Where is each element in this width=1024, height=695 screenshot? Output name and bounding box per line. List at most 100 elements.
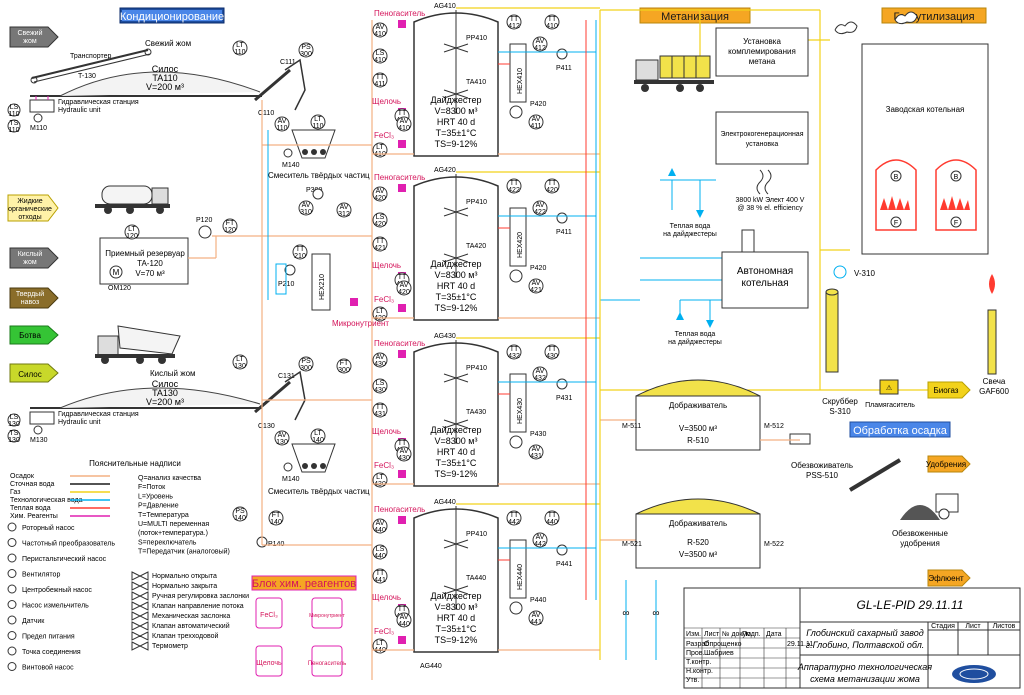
svg-text:430: 430 xyxy=(374,361,386,368)
svg-text:Обезвоживатель: Обезвоживатель xyxy=(791,461,853,470)
svg-text:FT: FT xyxy=(340,360,349,367)
svg-text:TT: TT xyxy=(296,246,305,253)
instrument-av441 xyxy=(528,610,544,626)
svg-text:3800 kW Элект 400 V: 3800 kW Элект 400 V xyxy=(736,197,805,204)
svg-text:Эфлюент: Эфлюент xyxy=(928,574,964,583)
svg-text:PSS-510: PSS-510 xyxy=(806,471,839,480)
dewatering-pss510: Обезвоживатель PSS-510 xyxy=(760,433,902,492)
svg-text:HEX430: HEX430 xyxy=(517,398,524,424)
svg-text:AV: AV xyxy=(536,38,545,45)
chem-block: Блок хим. реагентов FeCl₃ Микронутриент … xyxy=(251,575,357,677)
svg-text:Свеча: Свеча xyxy=(983,377,1006,386)
svg-text:TS=9-12%: TS=9-12% xyxy=(435,469,478,479)
svg-text:HEX420: HEX420 xyxy=(517,232,524,258)
svg-text:Свежий жом: Свежий жом xyxy=(145,39,191,48)
instrument-tt432 xyxy=(506,344,522,360)
svg-text:PS: PS xyxy=(235,508,245,515)
svg-text:TT: TT xyxy=(376,404,385,411)
svg-text:HRT 40 d: HRT 40 d xyxy=(437,281,475,291)
svg-text:Глобинский сахарный завод: Глобинский сахарный завод xyxy=(806,628,923,638)
svg-text:412: 412 xyxy=(534,45,546,52)
instrument-av410 xyxy=(372,22,388,38)
svg-text:FT: FT xyxy=(272,512,281,519)
svg-text:V=8300 м³: V=8300 м³ xyxy=(435,106,478,116)
svg-text:432: 432 xyxy=(534,375,546,382)
svg-text:Гидравлическая станция: Гидравлическая станция xyxy=(58,99,139,106)
svg-text:410: 410 xyxy=(374,31,386,38)
svg-text:Дайджестер: Дайджестер xyxy=(431,425,482,435)
valve-icon xyxy=(131,611,149,621)
svg-text:420: 420 xyxy=(374,195,386,202)
svg-text:установка: установка xyxy=(746,141,779,148)
svg-text:∞: ∞ xyxy=(652,608,659,619)
svg-text:Заводская котельная: Заводская котельная xyxy=(886,105,965,114)
svg-text:440: 440 xyxy=(374,527,386,534)
svg-text:Теплая вода: Теплая вода xyxy=(670,223,711,230)
instrument-tt442 xyxy=(506,510,522,526)
legend-symbol-icon xyxy=(7,600,17,609)
svg-text:422: 422 xyxy=(508,187,520,194)
svg-text:TT: TT xyxy=(398,110,407,117)
legend-line-label: Теплая вода xyxy=(10,505,51,512)
svg-text:AV: AV xyxy=(400,282,409,289)
svg-text:130: 130 xyxy=(234,363,246,370)
svg-text:V=8300 м³: V=8300 м³ xyxy=(435,270,478,280)
svg-text:органические: органические xyxy=(8,206,52,213)
svg-text:метана: метана xyxy=(749,57,776,66)
svg-text:г.Глобино, Полтавской обл.: г.Глобино, Полтавской обл. xyxy=(806,640,925,650)
svg-text:Кислый: Кислый xyxy=(18,250,43,258)
svg-text:300: 300 xyxy=(338,367,350,374)
svg-text:B: B xyxy=(894,174,899,181)
svg-text:Свежий: Свежий xyxy=(17,29,42,37)
svg-text:FT: FT xyxy=(226,220,235,227)
instrument-ls440 xyxy=(372,544,388,560)
svg-text:P441: P441 xyxy=(556,561,572,568)
title-block: GL-LE-PID 29.11.11 Глобинский сахарный з… xyxy=(683,587,1021,689)
legend-valve-label: Нормально открыта xyxy=(152,573,217,580)
svg-text:M: M xyxy=(113,268,120,277)
svg-text:AV: AV xyxy=(302,202,311,209)
svg-text:FeCl₃: FeCl₃ xyxy=(374,295,394,304)
svg-text:P120: P120 xyxy=(196,217,212,224)
tb-row-label: Т.контр. xyxy=(686,659,711,666)
svg-text:Ботва: Ботва xyxy=(19,331,41,340)
svg-text:431: 431 xyxy=(374,411,386,418)
legend-symbol-label: Точка соединения xyxy=(22,649,81,656)
svg-text:130: 130 xyxy=(8,421,20,428)
svg-text:M-521: M-521 xyxy=(622,541,642,548)
legend-symbol-icon xyxy=(7,646,17,656)
svg-text:Дображиватель: Дображиватель xyxy=(669,401,727,410)
svg-text:OM120: OM120 xyxy=(108,285,131,292)
svg-text:Листов: Листов xyxy=(993,623,1016,630)
svg-text:R-520: R-520 xyxy=(687,538,709,547)
svg-text:∞: ∞ xyxy=(622,608,629,619)
svg-text:Установка: Установка xyxy=(743,37,781,46)
svg-text:TA440: TA440 xyxy=(466,575,486,582)
svg-text:котельная: котельная xyxy=(741,278,788,289)
legend-symbol-label: Вентилятор xyxy=(22,572,60,579)
svg-text:TS: TS xyxy=(10,120,19,127)
svg-text:AV: AV xyxy=(278,118,287,125)
svg-text:на дайджестеры: на дайджестеры xyxy=(663,230,717,238)
valve-icon xyxy=(131,621,149,631)
svg-text:PP410: PP410 xyxy=(466,365,487,372)
legend-symbol-icon xyxy=(7,553,17,563)
acid-pulp-area: Кислый жом Силос TA130 V=200 м³ Гидравли… xyxy=(7,354,352,444)
legend-line-label: Сточная вода xyxy=(10,481,55,488)
svg-text:схема метанизации жома: схема метанизации жома xyxy=(810,674,920,684)
valve-icon xyxy=(131,631,149,641)
svg-text:комплемирования: комплемирования xyxy=(728,47,796,56)
svg-text:AV: AV xyxy=(532,446,541,453)
ls110-instrument xyxy=(7,103,21,117)
svg-text:T=35±1°C: T=35±1°C xyxy=(436,458,477,468)
fan-v310: V-310 xyxy=(833,265,875,279)
tb-row-label: Н.контр. xyxy=(686,668,713,675)
tanker-truck xyxy=(95,185,170,214)
company-logo xyxy=(952,665,996,683)
legend-valve-label: Ручная регулировка заслонки xyxy=(152,593,249,600)
svg-text:Автономная: Автономная xyxy=(737,266,793,277)
svg-text:Теплая вода: Теплая вода xyxy=(675,331,716,338)
instrument-ls430 xyxy=(372,378,388,394)
